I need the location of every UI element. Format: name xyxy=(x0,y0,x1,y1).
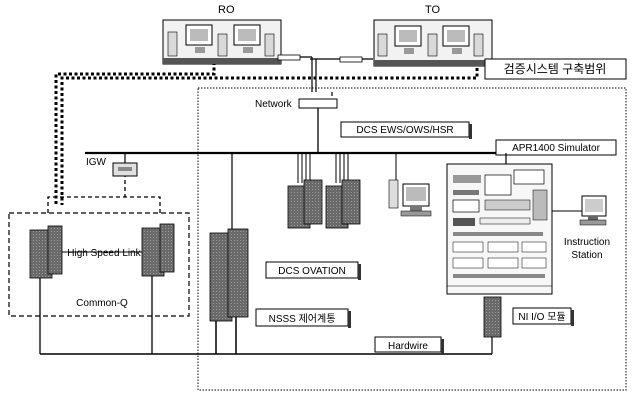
dashed-links xyxy=(54,62,479,205)
nsss-box-shadow xyxy=(348,311,351,328)
to-console xyxy=(373,19,493,67)
scope-boundary xyxy=(197,87,627,391)
hardwire-box-shadow xyxy=(441,339,444,354)
instruction-label-1: Instruction xyxy=(564,237,610,248)
instruction-station-computer xyxy=(579,195,607,226)
igw-box-detail xyxy=(118,167,132,171)
ro-label: RO xyxy=(218,4,235,16)
instruction-label-2: Station xyxy=(571,250,602,261)
dcs-ews-box-shadow xyxy=(469,124,472,139)
link-repeater-left xyxy=(277,54,301,61)
hardwire-label: Hardwire xyxy=(388,341,428,352)
apr-sim-label: APR1400 Simulator xyxy=(512,143,600,154)
apr-simulator-panels xyxy=(446,163,553,295)
ni-io-box-shadow xyxy=(571,310,574,326)
network-label: Network xyxy=(255,99,293,110)
igw-label: IGW xyxy=(86,157,107,168)
to-label: TO xyxy=(425,4,441,16)
apr-sim-label-box xyxy=(495,139,617,156)
scope-label-box xyxy=(484,58,627,80)
ni-io-label: NI I/O 모듈 xyxy=(518,311,565,323)
dcs-cabinets xyxy=(287,153,361,229)
link-repeater-right xyxy=(339,56,363,63)
ni-io-cabinet xyxy=(483,296,502,338)
ro-console xyxy=(162,19,282,65)
dcs-ews-label: DCS EWS/OWS/HSR xyxy=(356,125,453,136)
common-q-drops xyxy=(39,276,153,354)
dcs-ovation-label: DCS OVATION xyxy=(278,266,345,277)
common-q-boundary xyxy=(8,212,190,317)
nsss-cabinets xyxy=(209,228,249,354)
scope-label: 검증시스템 구축범위 xyxy=(504,62,607,76)
common-q-label: Common-Q xyxy=(76,298,128,309)
dcs-ovation-box-shadow xyxy=(358,264,361,280)
common-q-cabinets xyxy=(29,223,175,279)
dcs-workstation xyxy=(388,153,432,217)
network-switch xyxy=(298,98,338,109)
high-speed-link-label: High Speed Link xyxy=(67,248,141,259)
nsss-label: NSSS 제어계통 xyxy=(269,313,336,325)
common-q-dashed-links xyxy=(47,173,161,213)
bus-drops xyxy=(231,153,507,232)
